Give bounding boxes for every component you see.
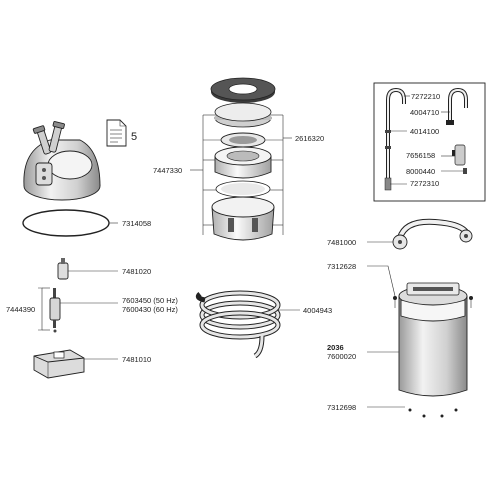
label-canister-clip: 7312628 — [327, 262, 356, 271]
label-head-gasket: 7314058 — [122, 219, 151, 228]
label-impeller-50hz: 7603450 (50 Hz) — [122, 296, 178, 305]
label-feet: 7312698 — [327, 403, 356, 412]
label-handle: 7481000 — [327, 238, 356, 247]
media-filter-pad — [215, 180, 271, 198]
filter-head — [23, 121, 101, 201]
canister-feet — [408, 408, 458, 418]
label-pipe-2: 4004710 — [410, 108, 439, 117]
clip-base — [33, 349, 85, 379]
hose-coil — [195, 290, 281, 359]
label-manual-ref: 5 — [131, 131, 137, 143]
label-hose: 4004943 — [303, 306, 332, 315]
media-basket-top — [220, 132, 266, 148]
impeller — [49, 288, 61, 333]
label-impeller-60hz: 7600430 (60 Hz) — [122, 305, 178, 314]
label-media-top-ring: 2616320 — [295, 134, 324, 143]
label-canister-part: 7600020 — [327, 352, 356, 361]
impeller-cover — [57, 258, 69, 280]
manual-document-icon — [106, 119, 127, 147]
carry-handle — [392, 218, 473, 250]
label-pipe-3: 4014100 — [410, 127, 439, 136]
media-basket-bottom — [211, 196, 275, 241]
media-basket-middle — [214, 146, 272, 179]
label-pipe-1: 7272210 — [411, 92, 440, 101]
label-pipe-6: 7272310 — [410, 179, 439, 188]
intake-pipe-bend — [386, 87, 406, 128]
head-gasket — [22, 209, 110, 237]
label-canister-model: 2036 — [327, 343, 344, 352]
media-top-ring — [210, 77, 276, 103]
label-media-set: 7447330 — [153, 166, 182, 175]
label-impeller-group: 7444390 — [6, 305, 35, 314]
label-clip-base: 7481010 — [122, 355, 151, 364]
media-sponge — [214, 102, 272, 128]
outlet-pipe-bend — [446, 87, 468, 125]
canister — [393, 282, 473, 397]
intake-strainer-pipe — [384, 128, 392, 191]
valve — [452, 144, 467, 174]
label-pipe-5: 8000440 — [406, 167, 435, 176]
label-impeller-cover: 7481020 — [122, 267, 151, 276]
label-pipe-4: 7656158 — [406, 151, 435, 160]
